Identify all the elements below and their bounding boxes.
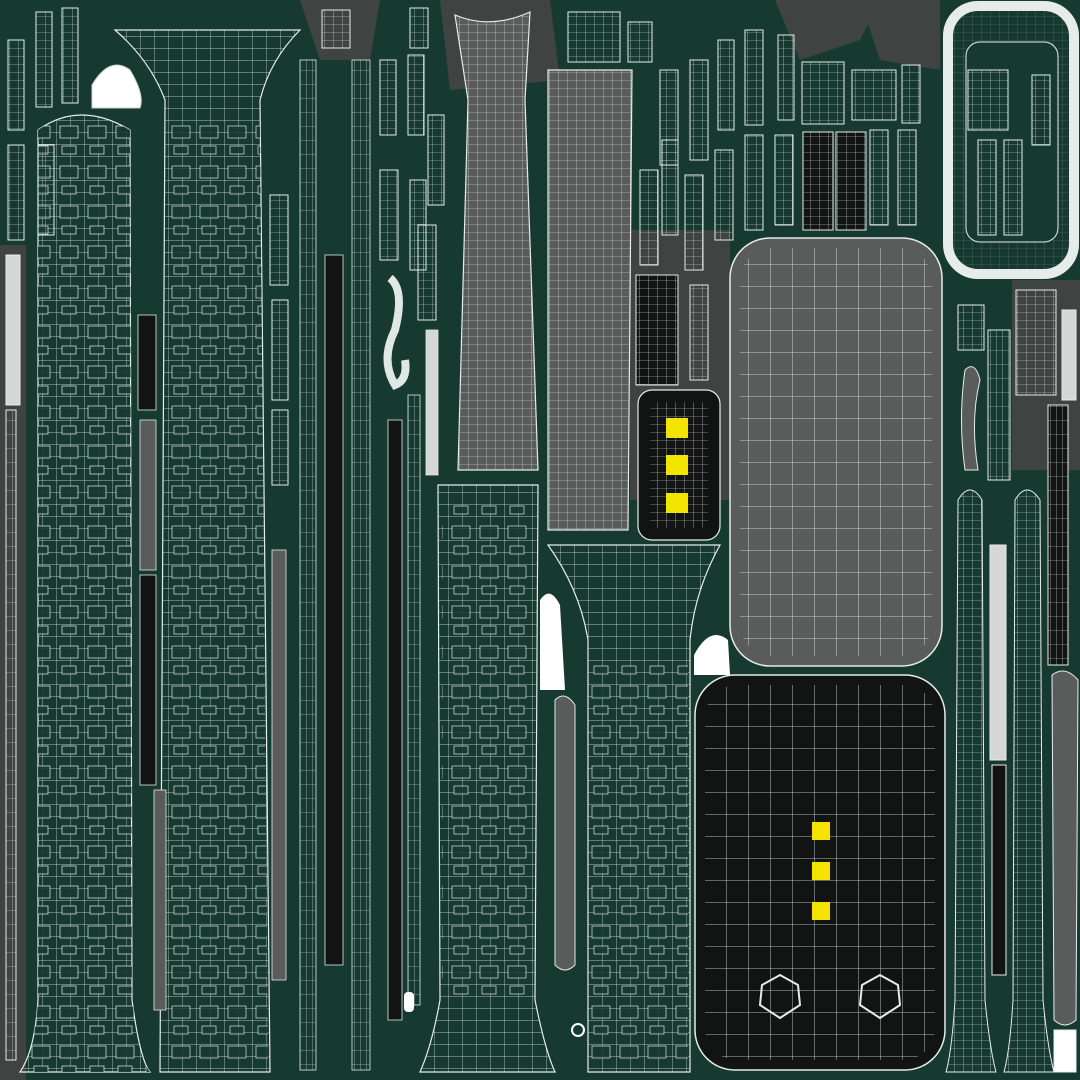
marker-square bbox=[666, 418, 688, 438]
tower-center bbox=[419, 484, 556, 1073]
dark-blocks-grid-overlay bbox=[636, 132, 866, 385]
tower-flared-top bbox=[113, 29, 302, 1073]
tower-left bbox=[18, 114, 152, 1073]
right-strip-pieces bbox=[957, 289, 1077, 666]
marker-square bbox=[812, 902, 830, 920]
octagon-socket bbox=[758, 973, 802, 1020]
small-black-panel bbox=[637, 389, 721, 541]
hook-piece bbox=[383, 274, 410, 390]
large-gray-panel bbox=[729, 237, 943, 667]
tong-piece bbox=[554, 695, 576, 971]
octagon-socket bbox=[858, 973, 902, 1020]
dark-strip-pieces bbox=[137, 59, 439, 1071]
marker-square bbox=[666, 493, 688, 513]
upper-gray-columns bbox=[454, 11, 633, 531]
white-cap-piece bbox=[91, 64, 142, 109]
marker-square bbox=[812, 822, 830, 840]
chip-strips-upper-right bbox=[639, 29, 921, 381]
left-strip-pieces bbox=[5, 7, 79, 1061]
white-tab-piece bbox=[404, 992, 414, 1012]
white-knife-piece bbox=[540, 593, 565, 690]
right-slim-towers bbox=[945, 489, 1079, 1073]
marker-square bbox=[812, 862, 830, 880]
small-ring-piece bbox=[571, 1023, 585, 1037]
marker-square bbox=[666, 455, 688, 475]
white-cap-piece-2 bbox=[694, 635, 730, 675]
top-small-grids bbox=[321, 7, 653, 63]
tower-center-flared bbox=[546, 544, 722, 1073]
frame-top-right bbox=[943, 1, 1079, 279]
large-black-panel bbox=[694, 674, 946, 1071]
chip-strips-center-left bbox=[269, 54, 445, 486]
